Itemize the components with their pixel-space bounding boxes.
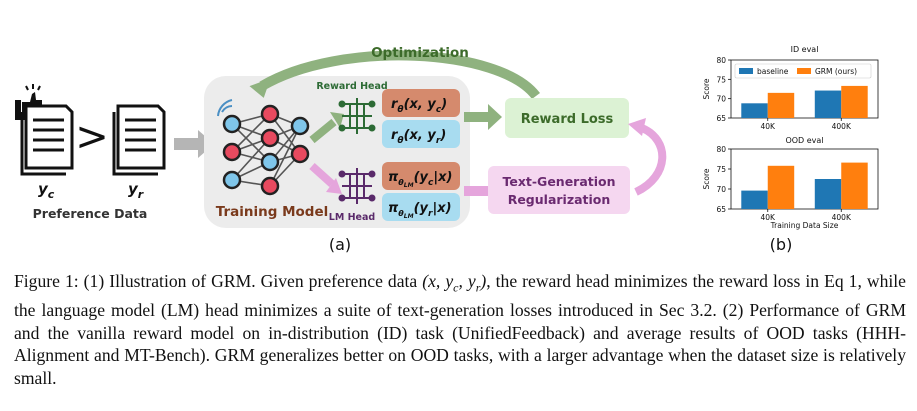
caption-part1: Figure 1: (1) Illustration of GRM. Given… [14,271,423,291]
arrow-to-lm-head-tip [326,178,342,194]
x-tick-label: 400K [832,213,852,222]
y-tick-label: 65 [716,205,726,214]
plot-frame [730,59,879,119]
x-axis-label: Training Data Size [770,221,839,230]
x-tick-label: 400K [832,122,852,131]
reward-chosen-formula: rθ(x, yc) [391,97,447,115]
greater-than-sign: > [75,114,109,160]
rejected-document-icon [112,104,166,176]
bar [814,179,842,209]
bar [767,165,795,209]
arrow-to-textgen [464,186,490,196]
textgen-label-line2: Regularization [508,192,611,207]
optimization-arrow [249,50,540,100]
legend-swatch [797,68,811,74]
reward-rejected-box [382,120,460,148]
training-model-label: Training Model [216,204,329,220]
lm-head-icon [338,168,376,204]
y-tick-label: 75 [716,165,726,174]
panel-a-label: (a) [329,235,351,254]
bar [741,103,768,118]
lm-chosen-box [382,162,460,190]
panel-b-label: (b) [770,235,793,254]
x-tick-label: 40K [761,213,777,222]
reward-head-label: Reward Head [316,81,387,92]
arrow-to-reward-loss [464,112,490,122]
regularization-feedback-arrow [634,124,667,196]
neural-network-icon [217,99,310,196]
figure-diagram: > yc yr Preference Data Optimization [15,45,879,254]
y-tick-label: 80 [716,56,726,65]
arrow-to-reward-head-tip [330,112,344,128]
y-tick-label: 65 [716,114,726,123]
caption-math: (x, yc, yr) [422,271,487,295]
lm-rejected-box [382,193,460,221]
arrow-to-reward-loss-tip [488,104,502,130]
plot-frame [730,148,879,210]
bar [767,92,795,118]
chart-title: ID eval [791,45,819,54]
bar [841,85,868,118]
y-rejected-label: yr [128,180,144,201]
reward-chosen-box [382,89,460,117]
lm-chosen-formula: πθLM(yc|x) [388,170,452,189]
optimization-label: Optimization [371,45,469,61]
y-chosen-label: yc [38,180,55,201]
lm-rejected-formula: πθLM(yr|x) [388,201,452,220]
y-tick-label: 70 [716,95,726,104]
legend-swatch [739,68,753,74]
y-tick-label: 70 [716,185,726,194]
reward-loss-box [505,98,629,138]
chart-title: OOD eval [785,136,823,145]
regularization-feedback-arrow-tip [628,118,646,136]
caption-part2: , the reward head minimizes the reward l… [14,271,906,388]
textgen-label-line1: Text-Generation [502,174,615,189]
x-tick-label: 40K [761,122,777,131]
chosen-document-icon [20,104,74,176]
arrow-to-reward-head [309,118,337,144]
y-tick-label: 75 [716,75,726,84]
bar [841,162,868,209]
bar [741,190,768,209]
arrow-to-lm-head [309,163,335,187]
preference-data-group: > yc yr Preference Data [15,84,166,221]
textgen-box [488,166,630,214]
y-axis-label: Score [702,78,711,99]
preference-data-label: Preference Data [33,206,148,221]
y-tick-label: 80 [716,145,726,154]
legend-label: GRM (ours) [815,67,857,76]
lm-head-label: LM Head [329,212,375,223]
legend-label: baseline [757,67,789,76]
y-axis-label: Score [702,168,711,189]
reward-loss-label: Reward Loss [521,112,614,127]
figure-caption: Figure 1: (1) Illustration of GRM. Given… [14,270,906,389]
bar [814,90,842,118]
reward-head-icon [338,98,376,134]
reward-rejected-formula: rθ(x, yr) [391,128,446,146]
